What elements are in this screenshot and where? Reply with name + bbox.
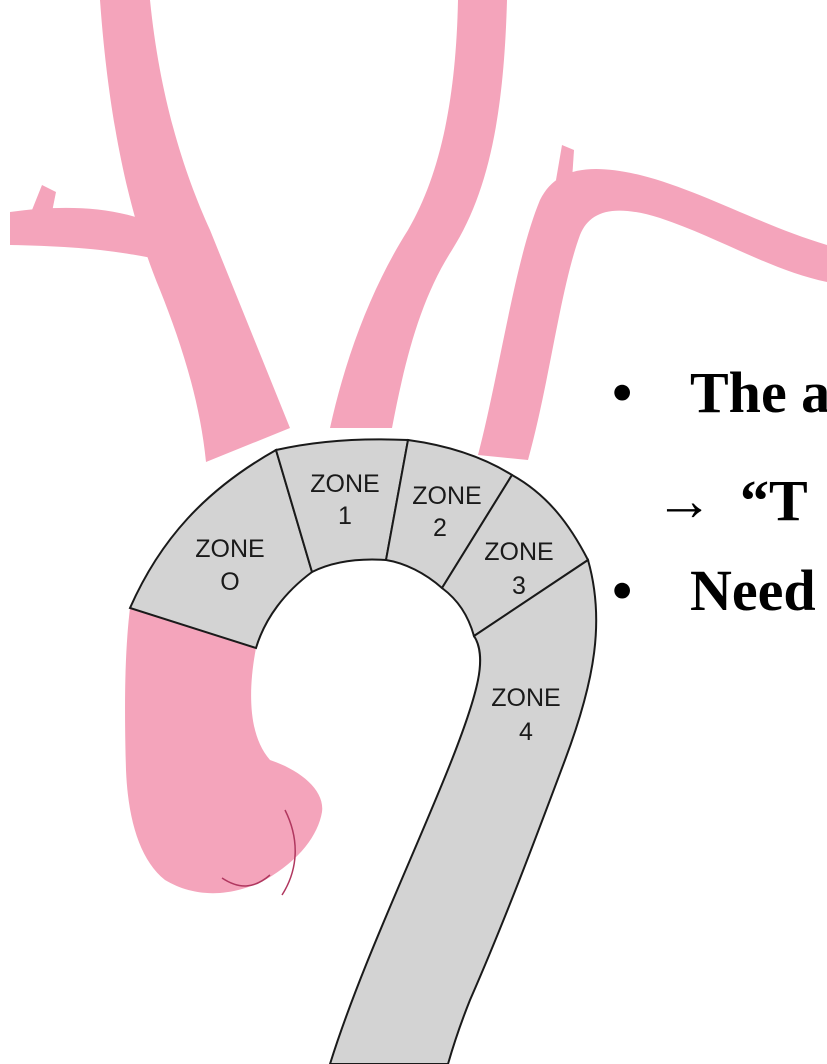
bullet-2-text: Need: [690, 562, 816, 620]
zone-4-label: ZONE: [491, 684, 560, 712]
bullet-1-text: The a: [690, 364, 827, 422]
zone-4-number: 4: [519, 718, 533, 746]
zone-2-label: ZONE: [412, 482, 481, 510]
zone-3-label: ZONE: [484, 538, 553, 566]
ascending-aorta: [125, 608, 322, 893]
small-branch-stub-right: [556, 145, 574, 180]
bullet-1-continuation: “T: [740, 472, 808, 530]
bullet-2-marker: •: [612, 562, 632, 620]
bullet-1-arrow: →: [655, 472, 713, 530]
zone-2-number: 2: [433, 514, 447, 542]
zone-1-label: ZONE: [310, 470, 379, 498]
zone-4-segment: [330, 560, 596, 1064]
right-branch-vessels: [10, 0, 290, 462]
small-branch-stub-left: [30, 185, 56, 215]
zone-0-number: O: [220, 568, 239, 596]
bullet-1-marker: •: [612, 364, 632, 422]
zone-1-number: 1: [338, 502, 352, 530]
left-common-carotid: [330, 0, 507, 428]
zone-3-number: 3: [512, 572, 526, 600]
zone-0-label: ZONE: [195, 535, 264, 563]
